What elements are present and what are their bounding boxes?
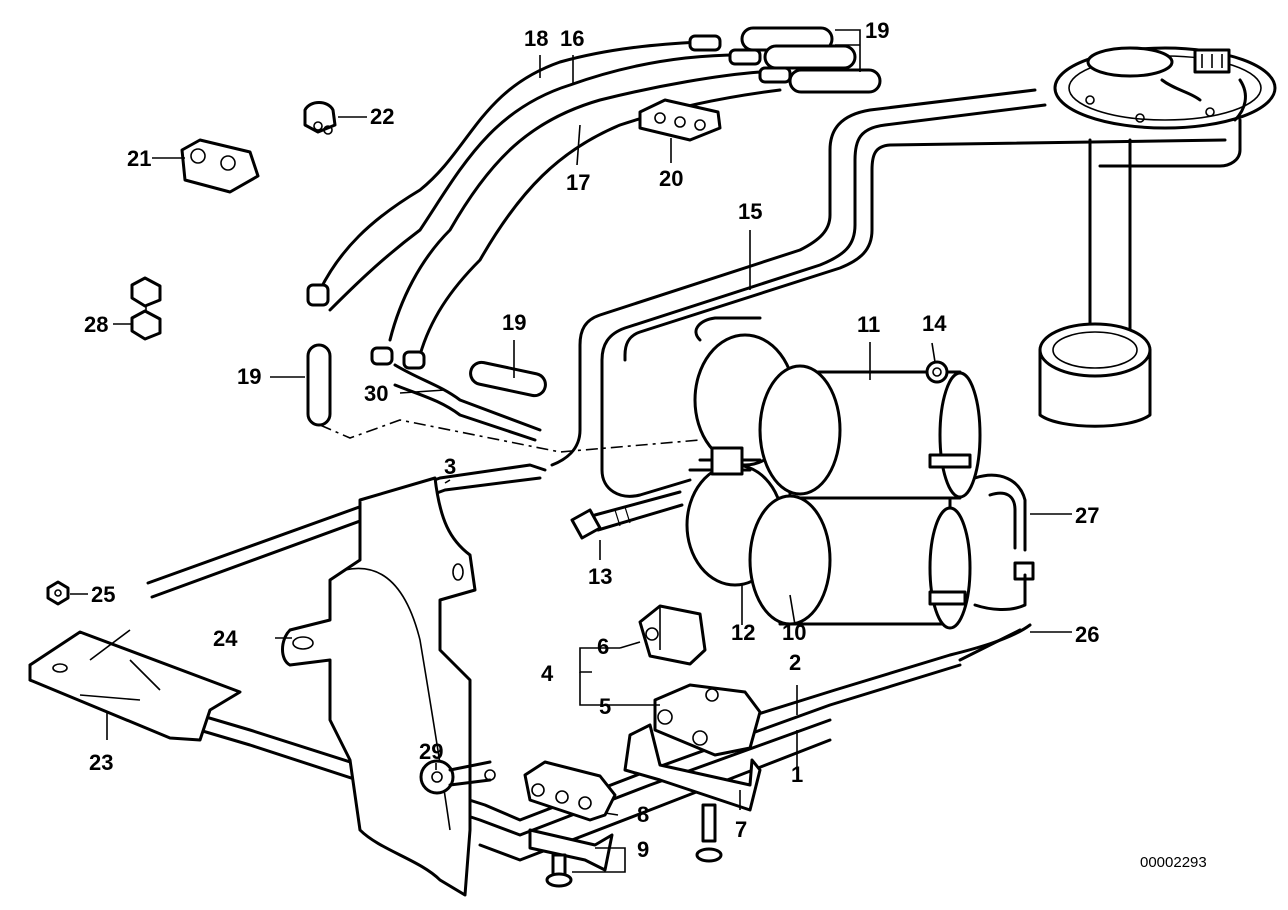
bracket-9 — [528, 828, 614, 888]
callout-12: 12 — [731, 620, 755, 645]
callout-3: 3 — [444, 454, 456, 479]
fuel-filter-11-upper — [693, 333, 982, 500]
bolt-13 — [570, 490, 684, 540]
callout-14: 14 — [922, 311, 947, 336]
hose-27 — [973, 473, 1035, 581]
callout-29: 29 — [419, 739, 443, 764]
clamp-bracket-7 — [623, 723, 762, 863]
callout-19-left: 19 — [237, 364, 261, 389]
callout-6: 6 — [597, 634, 609, 659]
callout-5: 5 — [599, 694, 611, 719]
bolt-29 — [419, 759, 496, 795]
clip-21 — [180, 138, 260, 194]
callout-30: 30 — [364, 381, 388, 406]
callout-25: 25 — [91, 582, 115, 607]
clamp-6 — [638, 604, 707, 666]
fuel-line-15 — [550, 88, 1242, 498]
hose-19-top — [740, 26, 882, 94]
callout-labels: 1 2 3 4 5 6 7 8 9 10 11 12 13 14 15 16 1… — [84, 18, 1207, 871]
heat-shield-24 — [281, 476, 477, 897]
washer-14 — [925, 360, 949, 384]
callout-27: 27 — [1075, 503, 1099, 528]
callout-15: 15 — [738, 199, 762, 224]
callout-24: 24 — [213, 626, 238, 651]
callout-21: 21 — [127, 146, 151, 171]
callout-19-top: 19 — [865, 18, 889, 43]
callout-11: 11 — [857, 312, 880, 337]
callout-13: 13 — [588, 564, 612, 589]
hose-19-middle — [393, 360, 547, 442]
clip-28 — [130, 276, 162, 341]
clip-22 — [303, 101, 337, 135]
clip-20 — [638, 98, 722, 142]
fuel-line-26 — [753, 573, 1032, 717]
clamp-5 — [653, 683, 762, 757]
callout-20: 20 — [659, 166, 683, 191]
callout-16: 16 — [560, 26, 584, 51]
callout-4: 4 — [541, 661, 554, 686]
callout-8: 8 — [637, 802, 649, 827]
callout-22: 22 — [370, 104, 394, 129]
callout-26: 26 — [1075, 622, 1099, 647]
filter-bracket-12 — [688, 316, 762, 476]
callout-10: 10 — [782, 620, 806, 645]
fuel-lines-16-17-18 — [306, 34, 792, 370]
fuel-pump-sender-unit — [1038, 46, 1277, 428]
clamp-8 — [523, 760, 617, 822]
callout-1: 1 — [791, 762, 803, 787]
callout-28: 28 — [84, 312, 108, 337]
hose-19-vertical — [306, 343, 332, 427]
callout-19-middle: 19 — [502, 310, 526, 335]
callout-2: 2 — [789, 650, 801, 675]
nut-25 — [46, 580, 70, 606]
callout-23: 23 — [89, 750, 113, 775]
document-number: 00002293 — [1140, 854, 1207, 871]
callout-17: 17 — [566, 170, 590, 195]
bracket-23 — [28, 629, 242, 742]
callout-9: 9 — [637, 837, 649, 862]
callout-18: 18 — [524, 26, 548, 51]
leader-lines — [70, 29, 1072, 873]
callout-7: 7 — [735, 817, 747, 842]
